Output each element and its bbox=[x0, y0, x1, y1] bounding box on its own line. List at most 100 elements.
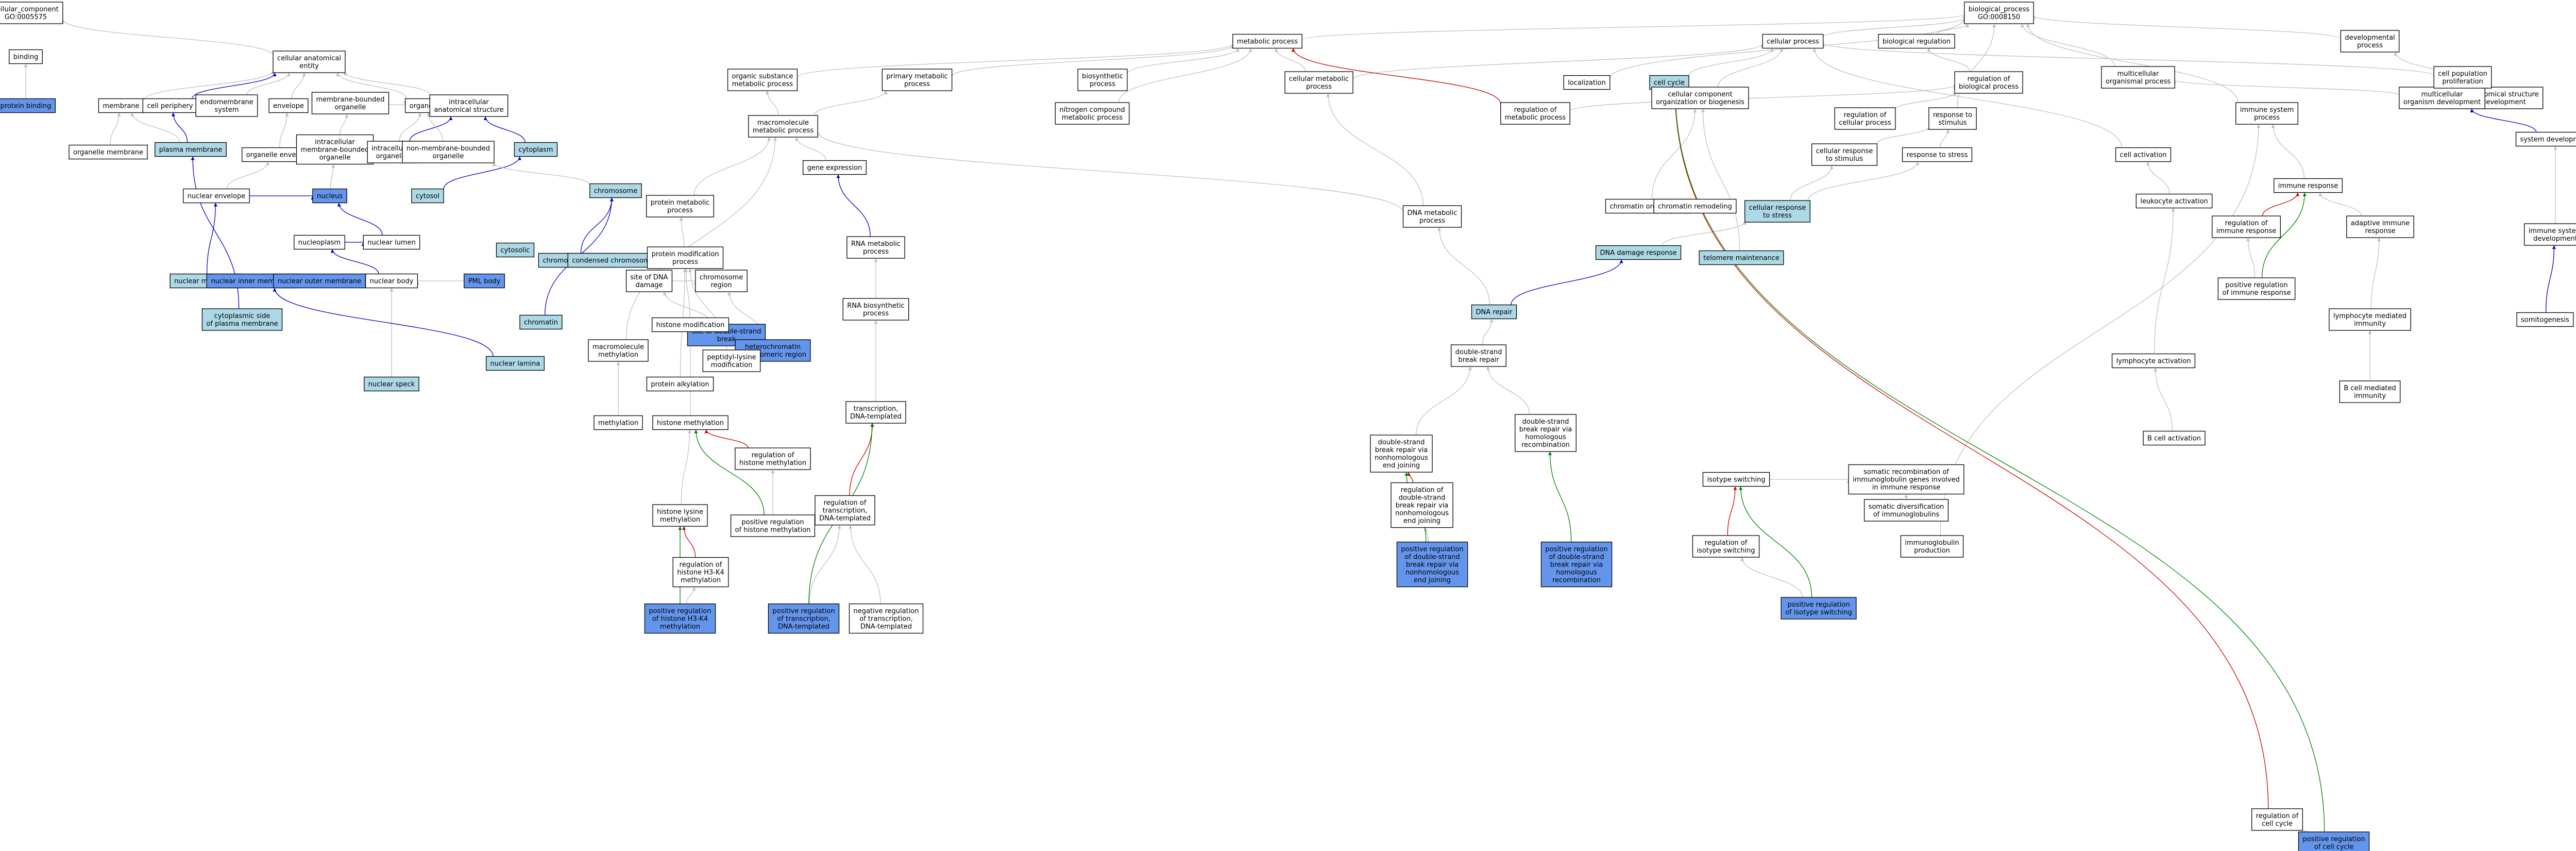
go-term-condensed-chromosome[interactable]: condensed chromosome bbox=[567, 253, 659, 268]
go-term-nuclear-envelope[interactable]: nuclear envelope bbox=[183, 188, 250, 204]
go-term-plasma-membrane[interactable]: plasma membrane bbox=[155, 142, 227, 157]
go-term-cytoplasm[interactable]: cytoplasm bbox=[514, 142, 558, 157]
go-term-immune-system-development[interactable]: immune systemdevelopment bbox=[2524, 223, 2576, 246]
go-term-protein-alkylation[interactable]: protein alkylation bbox=[646, 376, 714, 392]
go-term-histone-methylation[interactable]: histone methylation bbox=[652, 415, 728, 430]
go-term-nuclear-lamina[interactable]: nuclear lamina bbox=[485, 356, 545, 371]
go-term-envelope[interactable]: envelope bbox=[268, 98, 309, 113]
go-term-cytosolic[interactable]: cytosolic bbox=[496, 242, 535, 258]
go-term-histone-modification[interactable]: histone modification bbox=[651, 317, 730, 332]
go-term-nuclear-lumen[interactable]: nuclear lumen bbox=[363, 235, 420, 250]
go-term-cytosol[interactable]: cytosol bbox=[411, 188, 444, 204]
go-term-isotype-switching[interactable]: isotype switching bbox=[1702, 472, 1770, 487]
go-term-chromosome[interactable]: chromosome bbox=[589, 183, 642, 198]
go-term-somitogenesis[interactable]: somitogenesis bbox=[2516, 312, 2574, 327]
go-term-lymphocyte-activation[interactable]: lymphocyte activation bbox=[2111, 353, 2196, 369]
go-term-chromatin[interactable]: chromatin bbox=[519, 314, 563, 330]
go-term-binding[interactable]: binding bbox=[9, 49, 43, 64]
go-term-nucleoplasm[interactable]: nucleoplasm bbox=[294, 235, 345, 250]
go-term-methylation[interactable]: methylation bbox=[594, 415, 643, 430]
go-term-response-stress[interactable]: response to stress bbox=[1902, 147, 1973, 162]
go-term-nuclear-body[interactable]: nuclear body bbox=[365, 273, 418, 289]
go-term-immune-response[interactable]: immune response bbox=[2274, 178, 2343, 193]
go-term-nuclear-outer-membrane[interactable]: nuclear outer membrane bbox=[273, 273, 366, 289]
go-term-pml-body[interactable]: PML body bbox=[464, 273, 505, 289]
go-term-b-cell-activation[interactable]: B cell activation bbox=[2143, 430, 2206, 446]
go-term-system-development[interactable]: system development bbox=[2515, 131, 2576, 147]
go-term-dna-repair[interactable]: DNA repair bbox=[1471, 304, 1517, 320]
go-term-nucleus[interactable]: nucleus bbox=[312, 188, 347, 204]
go-term-protein-binding[interactable]: protein binding bbox=[0, 98, 56, 113]
go-term-cell-periphery[interactable]: cell periphery bbox=[142, 98, 198, 113]
go-term-cellular-process[interactable]: cellular process bbox=[1762, 34, 1824, 49]
go-term-chromatin-remodeling[interactable]: chromatin remodeling bbox=[1653, 198, 1737, 214]
go-term-metabolic-process[interactable]: metabolic process bbox=[1232, 34, 1302, 49]
go-term-membrane[interactable]: membrane bbox=[98, 98, 144, 113]
go-term-leukocyte-activation[interactable]: leukocyte activation bbox=[2136, 193, 2213, 209]
go-term-transcription[interactable]: transcription,DNA-templated bbox=[845, 401, 906, 424]
go-term-organelle-membrane[interactable]: organelle membrane bbox=[69, 144, 148, 160]
go-term-cell-activation[interactable]: cell activation bbox=[2115, 147, 2172, 162]
go-term-localization[interactable]: localization bbox=[1563, 75, 1611, 90]
go-term-telomere-maintenance[interactable]: telomere maintenance bbox=[1699, 250, 1784, 265]
